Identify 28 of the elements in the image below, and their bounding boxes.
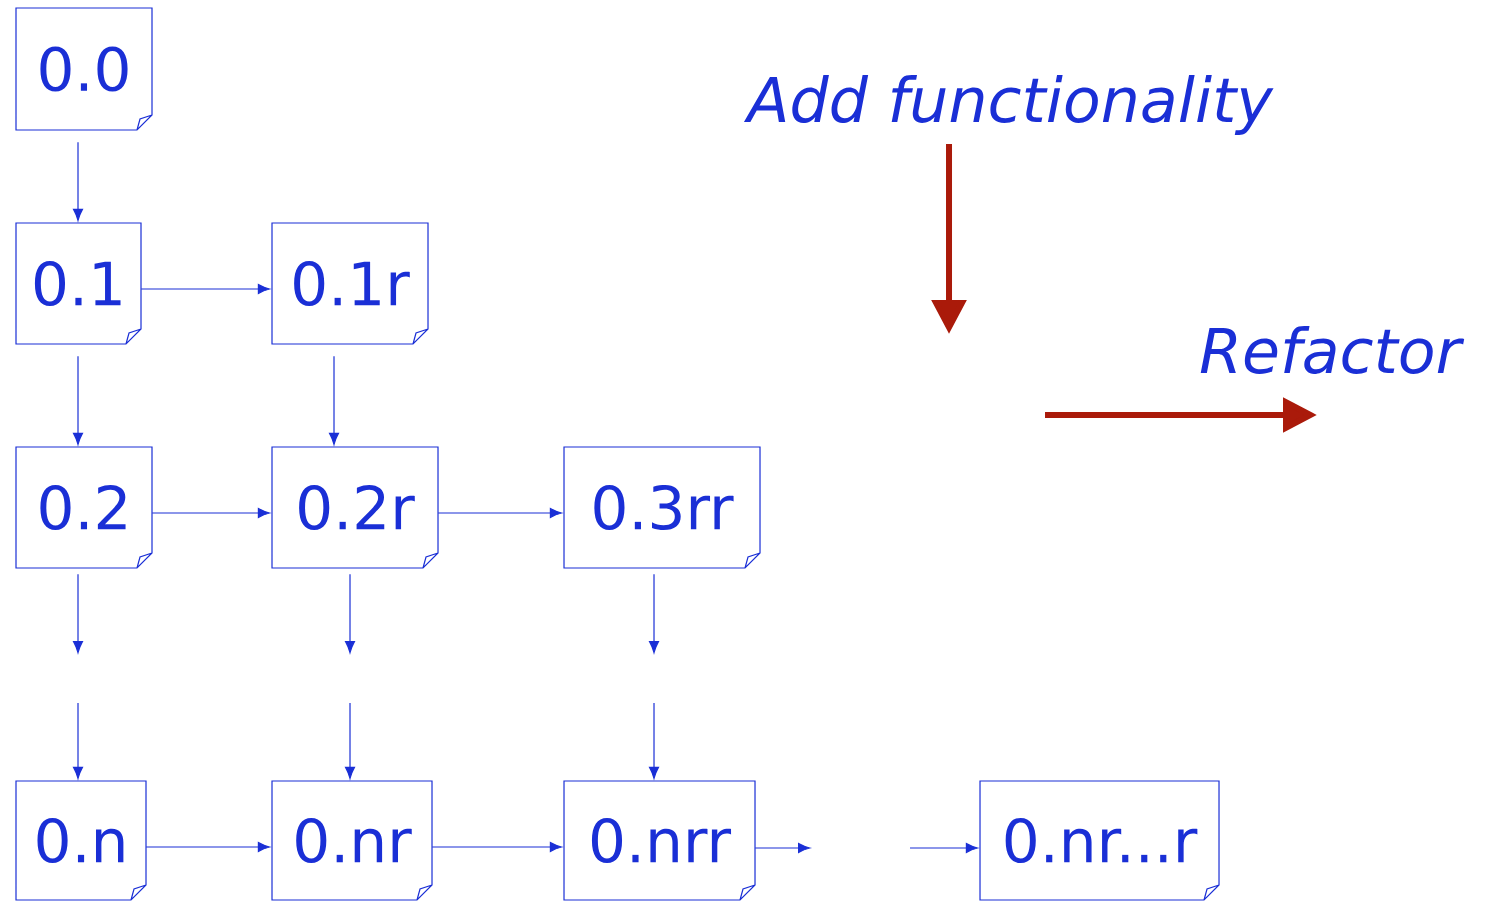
document-box: 0.2r [271, 446, 439, 569]
arrow [151, 507, 271, 519]
arrow [72, 141, 84, 222]
document-box: 0.0 [15, 7, 153, 131]
document-box: 0.nr [271, 780, 433, 901]
arrow [431, 842, 563, 853]
arrow [72, 573, 84, 654]
arrow [140, 283, 271, 295]
arrow [145, 842, 271, 853]
document-box: 0.nr...r [979, 780, 1220, 901]
arrow [72, 702, 84, 780]
document-box: 0.3rr [563, 446, 761, 569]
document-box: 0.n [15, 780, 147, 901]
arrow [437, 507, 563, 519]
document-box: 0.1 [15, 222, 142, 345]
arrow [649, 702, 660, 780]
arrow [328, 355, 340, 446]
axis-label: Add functionality [743, 75, 1274, 135]
arrow [344, 702, 356, 780]
arrow [72, 355, 84, 446]
arrow [909, 843, 979, 854]
axis-label: Refactor [1200, 326, 1465, 374]
document-box: 0.1r [271, 222, 429, 345]
document-box: 0.2 [15, 446, 153, 569]
arrow [754, 843, 811, 854]
arrow [649, 573, 660, 654]
document-box: 0.nrr [563, 780, 756, 901]
arrow [344, 573, 356, 654]
